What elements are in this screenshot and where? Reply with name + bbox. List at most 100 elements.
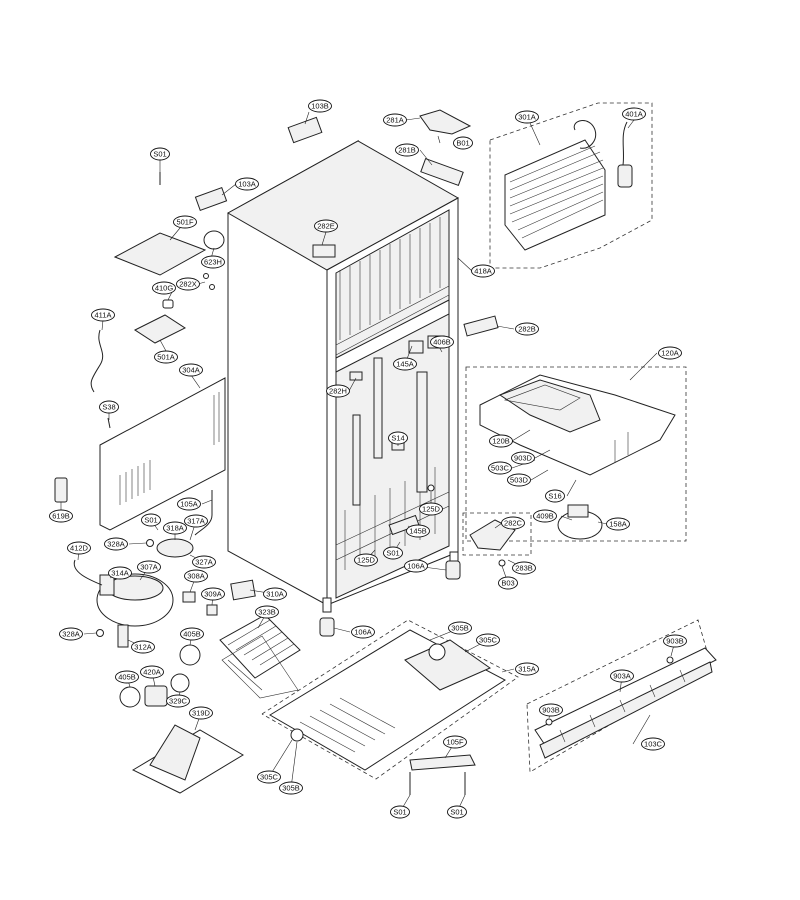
callout-282b-text: 282B [518,325,536,334]
callout-120b-text: 120B [492,437,510,446]
callout-328a-bottom: 328A [59,627,83,641]
part-315a-machine-cover [269,629,506,771]
callout-327a-text: 327A [195,558,213,567]
part-328a-top-grommet [146,539,154,547]
callout-903b-right-text: 903B [666,637,684,646]
callout-411a-text: 411A [95,311,112,320]
callout-281a-text: 281A [386,116,404,125]
callout-317a-text: 317A [187,517,205,526]
callout-s01-top: S01 [150,147,170,161]
top-left-parts [90,116,323,393]
callout-305b-bottom: 305B [279,781,303,795]
callout-s14-text: S14 [391,434,404,443]
callout-405b-bottom-text: 405B [118,673,136,682]
part-281b-bracket [420,157,464,187]
callout-304a-text: 304A [182,366,200,375]
callout-s14-bubble [388,431,408,445]
callout-405b-top: 405B [180,627,204,641]
callout-281b-text: 281B [398,146,416,155]
part-125d-bulb-top [427,484,435,492]
part-309a-clip [206,604,218,616]
callout-283b-text: 283B [515,564,533,573]
group-box-damper [462,512,532,556]
part-281a-tab [419,109,472,135]
part-323b-condenser [219,614,301,699]
callout-619b-bubble [49,509,73,523]
machine-parts [54,377,301,794]
callout-283b: 283B [512,561,536,575]
callout-405b-bottom-bubble [115,670,139,684]
callout-106a-top-bubble [404,559,428,573]
callout-106a-top-text: 106A [407,562,425,571]
callout-903a-text: 903A [613,672,631,681]
callout-329c-bubble [166,694,190,708]
callout-410g-bubble [152,281,176,295]
part-282e-block [312,244,336,258]
leg-106a-front [319,617,335,637]
callout-412d-bubble [67,541,91,555]
callout-282x-text: 282X [179,280,197,289]
callout-328a-top: 328A [104,537,128,551]
callout-412d: 412D [67,541,91,555]
callout-315a-bubble [515,662,539,676]
part-105f-bracket [409,754,476,771]
callout-319d-text: 319D [192,709,211,718]
part-318a-bracket [156,538,194,558]
callout-401a-bubble [622,107,646,121]
right-parts [269,120,717,795]
screw-b03 [498,559,506,567]
callout-329c: 329C [166,694,190,708]
freezer-grille-lines [339,217,441,340]
callout-282x-bubble [176,277,200,291]
part-328a-bottom-grommet [96,629,104,637]
part-412d-wire [73,559,103,586]
callout-120b: 120B [489,434,513,448]
cabinet-front-leg-left [322,597,332,613]
callout-328a-bottom-bubble [59,627,83,641]
callout-125d-top-bubble [419,502,443,516]
callout-903b-left: 903B [539,703,563,717]
callout-145a-text: 145A [396,360,414,369]
callout-323b: 323B [255,605,279,619]
screw-s38 [107,417,111,429]
callout-120a-bubble [658,346,682,360]
callout-619b-text: 619B [52,512,70,521]
callout-323b-bubble [255,605,279,619]
callout-103c-bubble [641,737,665,751]
callout-s01-br-text: S01 [450,808,463,817]
part-310a-drier [230,579,256,601]
part-411a-cord [90,329,104,393]
callout-418a: 418A [471,264,495,278]
callout-405b-top-bubble [180,627,204,641]
callout-106a-top: 106A [404,559,428,573]
callout-501f-text: 501F [176,218,194,227]
callout-318a-text: 318A [166,524,184,533]
compressor-top [106,575,164,601]
callout-401a: 401A [622,107,646,121]
callout-304a-bubble [179,363,203,377]
callout-105a-bubble [177,497,201,511]
callout-903a-bubble [610,669,634,683]
callout-503c-text: 503C [491,464,510,473]
callout-103c: 103C [641,737,665,751]
part-301a-evaporator [504,120,606,251]
part-282b-hinge [463,315,499,337]
part-120a-freezer-cover [479,374,676,476]
callout-281a-bubble [383,113,407,127]
callout-903d: 903D [511,451,535,465]
callout-319d-bubble [189,706,213,720]
callout-b03: B03 [498,576,518,590]
callout-409b-bubble [533,509,557,523]
part-duct-left [373,357,383,459]
divider-rail [335,299,450,373]
callout-401a-text: 401A [625,110,643,119]
callout-420a-text: 420A [143,668,161,677]
callout-282b-bubble [515,322,539,336]
callout-318a: 318A [163,521,187,535]
callout-103c-text: 103C [644,740,663,749]
callout-903b-left-text: 903B [542,706,560,715]
part-420a-fan-motor [144,685,168,707]
callout-120a-text: 120A [661,349,679,358]
callout-309a-text: 309A [204,590,222,599]
part-282c-damper [469,519,516,551]
